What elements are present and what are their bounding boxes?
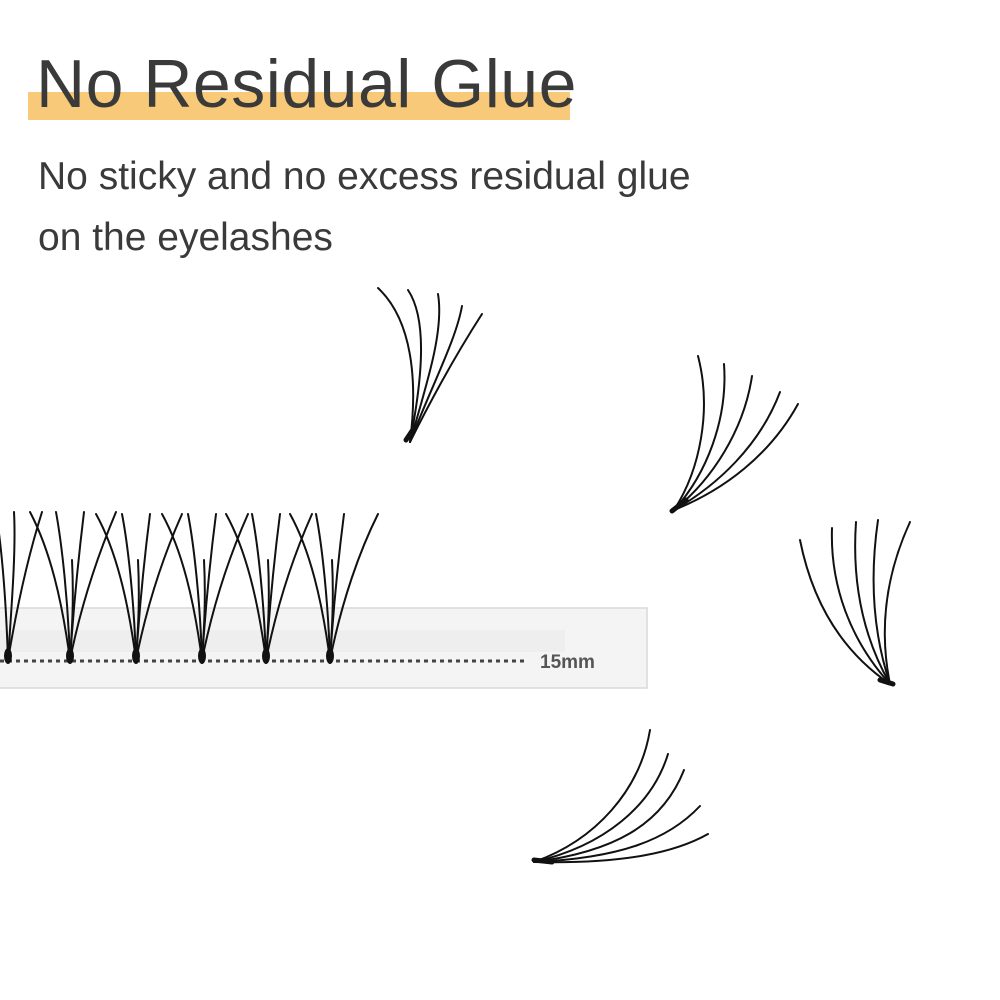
headline: No Residual Glue [36, 46, 577, 122]
loose-lash-fan [531, 729, 709, 865]
subtext: No sticky and no excess residual glue on… [38, 146, 798, 268]
lash-fan [161, 513, 249, 661]
ruler-length-label: 15mm [540, 652, 595, 673]
loose-lash-fan [377, 287, 483, 443]
lash-fans-on-strip [0, 511, 379, 664]
loose-lash-fan [669, 355, 799, 514]
subtext-line: No sticky and no excess residual glue [38, 155, 691, 198]
headline-highlight-bar [28, 92, 570, 120]
subtext-line: on the eyelashes [38, 216, 333, 259]
lash-fan [29, 511, 117, 661]
lash-fan [0, 511, 43, 661]
headline-block: No Residual Glue [28, 42, 577, 126]
loose-lash-fan [799, 519, 911, 687]
lash-fan [289, 513, 379, 661]
